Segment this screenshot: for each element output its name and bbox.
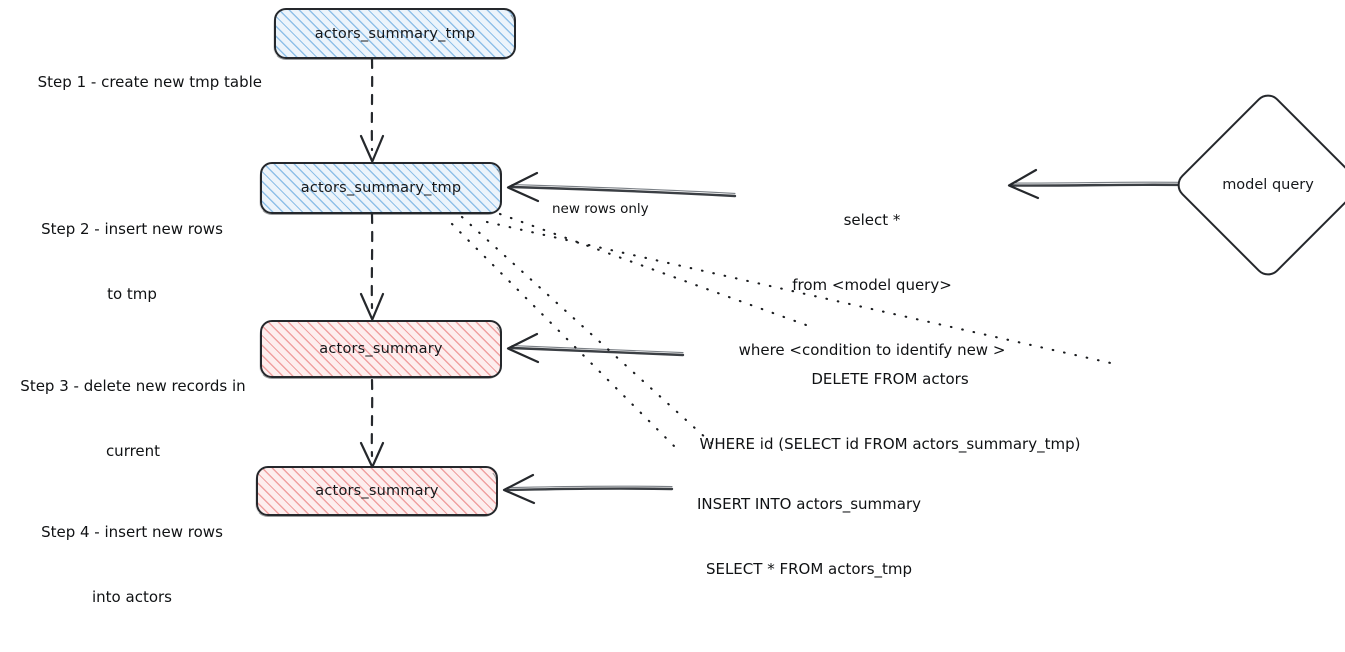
edge-node1-to-node2	[359, 57, 385, 163]
edge-modelquery-to-select	[1007, 168, 1187, 200]
edge-delete-to-node3	[506, 332, 685, 364]
model-query-label: model query	[1222, 177, 1314, 193]
delete-line-1: DELETE FROM actors	[811, 369, 969, 388]
insert-query-text: INSERT INTO actors_summary SELECT * FROM…	[668, 450, 950, 624]
table-node-label: actors_summary	[319, 341, 443, 357]
select-line-1: select *	[843, 210, 901, 229]
edge-node2-to-node3	[359, 212, 385, 321]
select-line-3: where <condition to identify new >	[738, 341, 1006, 359]
step-2-label: Step 2 - insert new rows to tmp	[14, 175, 250, 349]
table-node-actors-summary-1[interactable]: actors_summary	[259, 320, 502, 379]
table-node-actors-summary-tmp-2[interactable]: actors_summary_tmp	[259, 162, 502, 215]
insert-line-2: SELECT * FROM actors_tmp	[705, 559, 913, 578]
step-3-label: Step 3 - delete new records in current	[8, 332, 258, 506]
delete-line-2: WHERE id (SELECT id FROM actors_summary_…	[699, 434, 1081, 453]
step-4-label: Step 4 - insert new rows into actors	[14, 478, 250, 652]
delete-query-text: DELETE FROM actors WHERE id (SELECT id F…	[680, 325, 1100, 499]
edge-label-new-rows-only: new rows only	[552, 201, 649, 217]
diagram-canvas: Step 1 - create new tmp table Step 2 - i…	[8, 8, 1345, 606]
edge-insert-to-node4	[502, 473, 674, 505]
step-1-label: Step 1 - create new tmp table	[14, 28, 262, 137]
step-4-label-line2: into actors	[92, 587, 172, 606]
step-3-label-line2: current	[105, 441, 161, 460]
step-2-label-line1: Step 2 - insert new rows	[41, 219, 223, 238]
table-node-label: actors_summary_tmp	[300, 180, 462, 196]
step-2-label-line2: to tmp	[107, 284, 157, 303]
table-node-label: actors_summary_tmp	[314, 25, 476, 42]
select-line-2: from <model query>	[792, 275, 952, 294]
insert-line-1: INSERT INTO actors_summary	[696, 494, 922, 513]
step-4-label-line1: Step 4 - insert new rows	[41, 522, 223, 541]
table-node-label: actors_summary	[315, 483, 439, 499]
table-node-actors-summary-tmp-1[interactable]: actors_summary_tmp	[273, 8, 516, 60]
edge-node3-to-node4	[359, 378, 385, 469]
table-node-actors-summary-2[interactable]: actors_summary	[255, 466, 498, 517]
step-3-label-line1: Step 3 - delete new records in	[20, 376, 246, 395]
edge-select-to-node2	[506, 171, 737, 203]
model-select-query-text: select * from <model query> where <condi…	[728, 166, 1016, 405]
step-1-label-line1: Step 1 - create new tmp table	[37, 72, 262, 91]
